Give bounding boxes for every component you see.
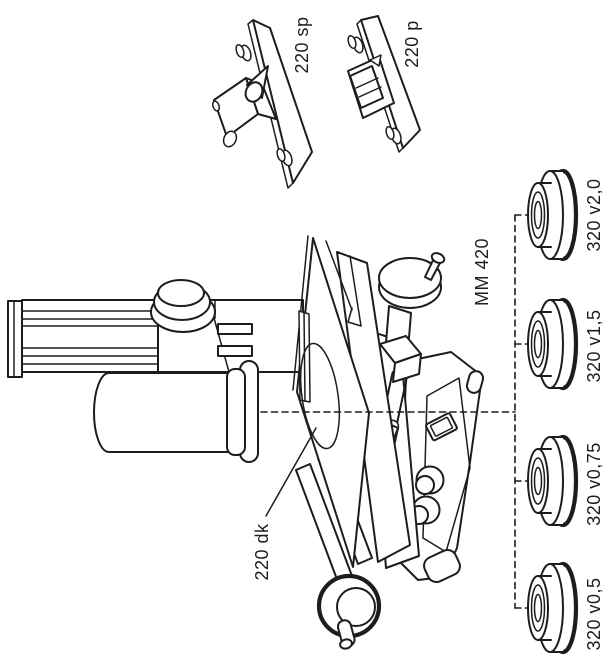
tube-adjust-knob [150,279,216,333]
focus-knob-handle [339,638,353,650]
objective-flange-inner [226,368,246,456]
label-320-v2-0: 320 v2,0 [584,178,604,251]
accessory-220-sp [211,19,313,189]
p-clamp-tab [369,54,382,67]
p-screw-top [347,34,364,54]
stage-glass-insert [299,342,341,450]
tube-end-cap [7,300,23,378]
sp-plate [252,19,313,184]
sp-pointer-block [211,65,277,148]
line-art-root [7,15,579,655]
sp-block-screw [211,100,221,112]
microscope-body [7,235,485,650]
label-320-v0-5: 320 v0,5 [584,577,604,650]
mount-rail-upper [217,323,253,335]
label-220-p: 220 p [402,20,422,68]
objective-cylinder [93,360,259,463]
base-foot-4 [423,548,461,584]
sp-screw-bottom [276,147,293,167]
focus-knob [316,573,382,650]
rocker-switch [425,412,458,442]
sp-screw-top [235,43,252,62]
pillar-block-front [392,353,422,383]
stage-plate-front [292,235,370,568]
sp-block-foot [222,130,238,148]
p-clamp-block [347,54,395,119]
lens-320-v1-5 [527,297,579,391]
optical-axis-lines [260,214,528,609]
lens-group [527,168,579,655]
stage-glass-leader-line [265,427,317,517]
base-foot-3 [465,370,485,394]
stage-knob [378,257,442,299]
label-220-sp: 220 sp [292,16,312,73]
label-320-v0-75: 320 v0,75 [584,442,604,526]
labels: 220 sp 220 p MM 420 220 dk 320 v2,0 320 … [252,16,604,650]
p-screw-bottom [385,125,402,145]
lens-320-v0-75 [527,434,579,528]
accessory-220-p [347,15,421,153]
label-220-dk: 220 dk [252,523,272,581]
base-body [397,351,485,584]
lens-320-v0-5 [527,561,579,655]
label-mm-420: MM 420 [472,238,492,306]
lens-320-v2-0 [527,168,579,262]
stage-drive [378,252,446,383]
label-320-v1-5: 320 v1,5 [584,309,604,382]
mount-rail-lower [217,345,253,357]
